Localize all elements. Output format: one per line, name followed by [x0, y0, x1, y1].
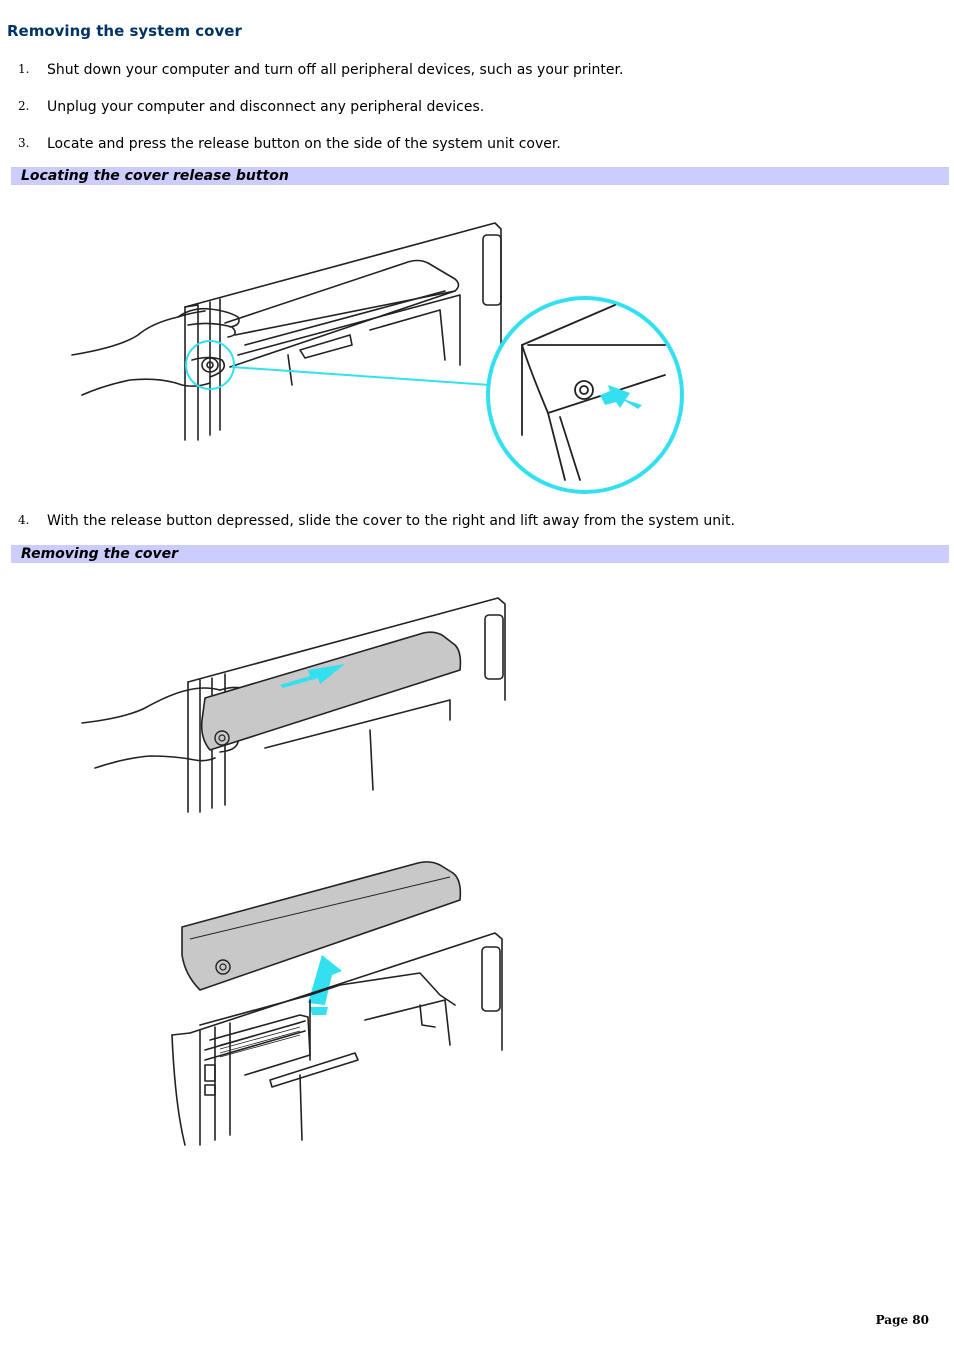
- figure-caption-locate: Locating the cover release button: [11, 167, 949, 185]
- caption-text: Locating the cover release button: [21, 168, 289, 184]
- step-number: 1.: [18, 62, 30, 76]
- step-number: 2.: [18, 99, 30, 113]
- step-text: With the release button depressed, slide…: [47, 513, 735, 529]
- caption-text: Removing the cover: [21, 546, 179, 562]
- figure-caption-remove: Removing the cover: [11, 545, 949, 563]
- step-text: Locate and press the release button on t…: [47, 136, 561, 152]
- step-number: 4.: [18, 513, 30, 527]
- step-2: 2. Unplug your computer and disconnect a…: [0, 99, 940, 119]
- step-4: 4. With the release button depressed, sl…: [0, 513, 940, 533]
- step-3: 3. Locate and press the release button o…: [0, 136, 940, 156]
- step-1: 1. Shut down your computer and turn off …: [0, 62, 940, 82]
- step-text: Shut down your computer and turn off all…: [47, 62, 624, 78]
- page-number: Page 80: [875, 1313, 929, 1327]
- page-title: Removing the system cover: [7, 22, 242, 40]
- step-text: Unplug your computer and disconnect any …: [47, 99, 485, 115]
- slide-cover-illustration: [81, 597, 506, 813]
- lift-cover-illustration: [171, 861, 503, 1146]
- step-number: 3.: [18, 136, 30, 150]
- release-button-illustration: [71, 222, 684, 494]
